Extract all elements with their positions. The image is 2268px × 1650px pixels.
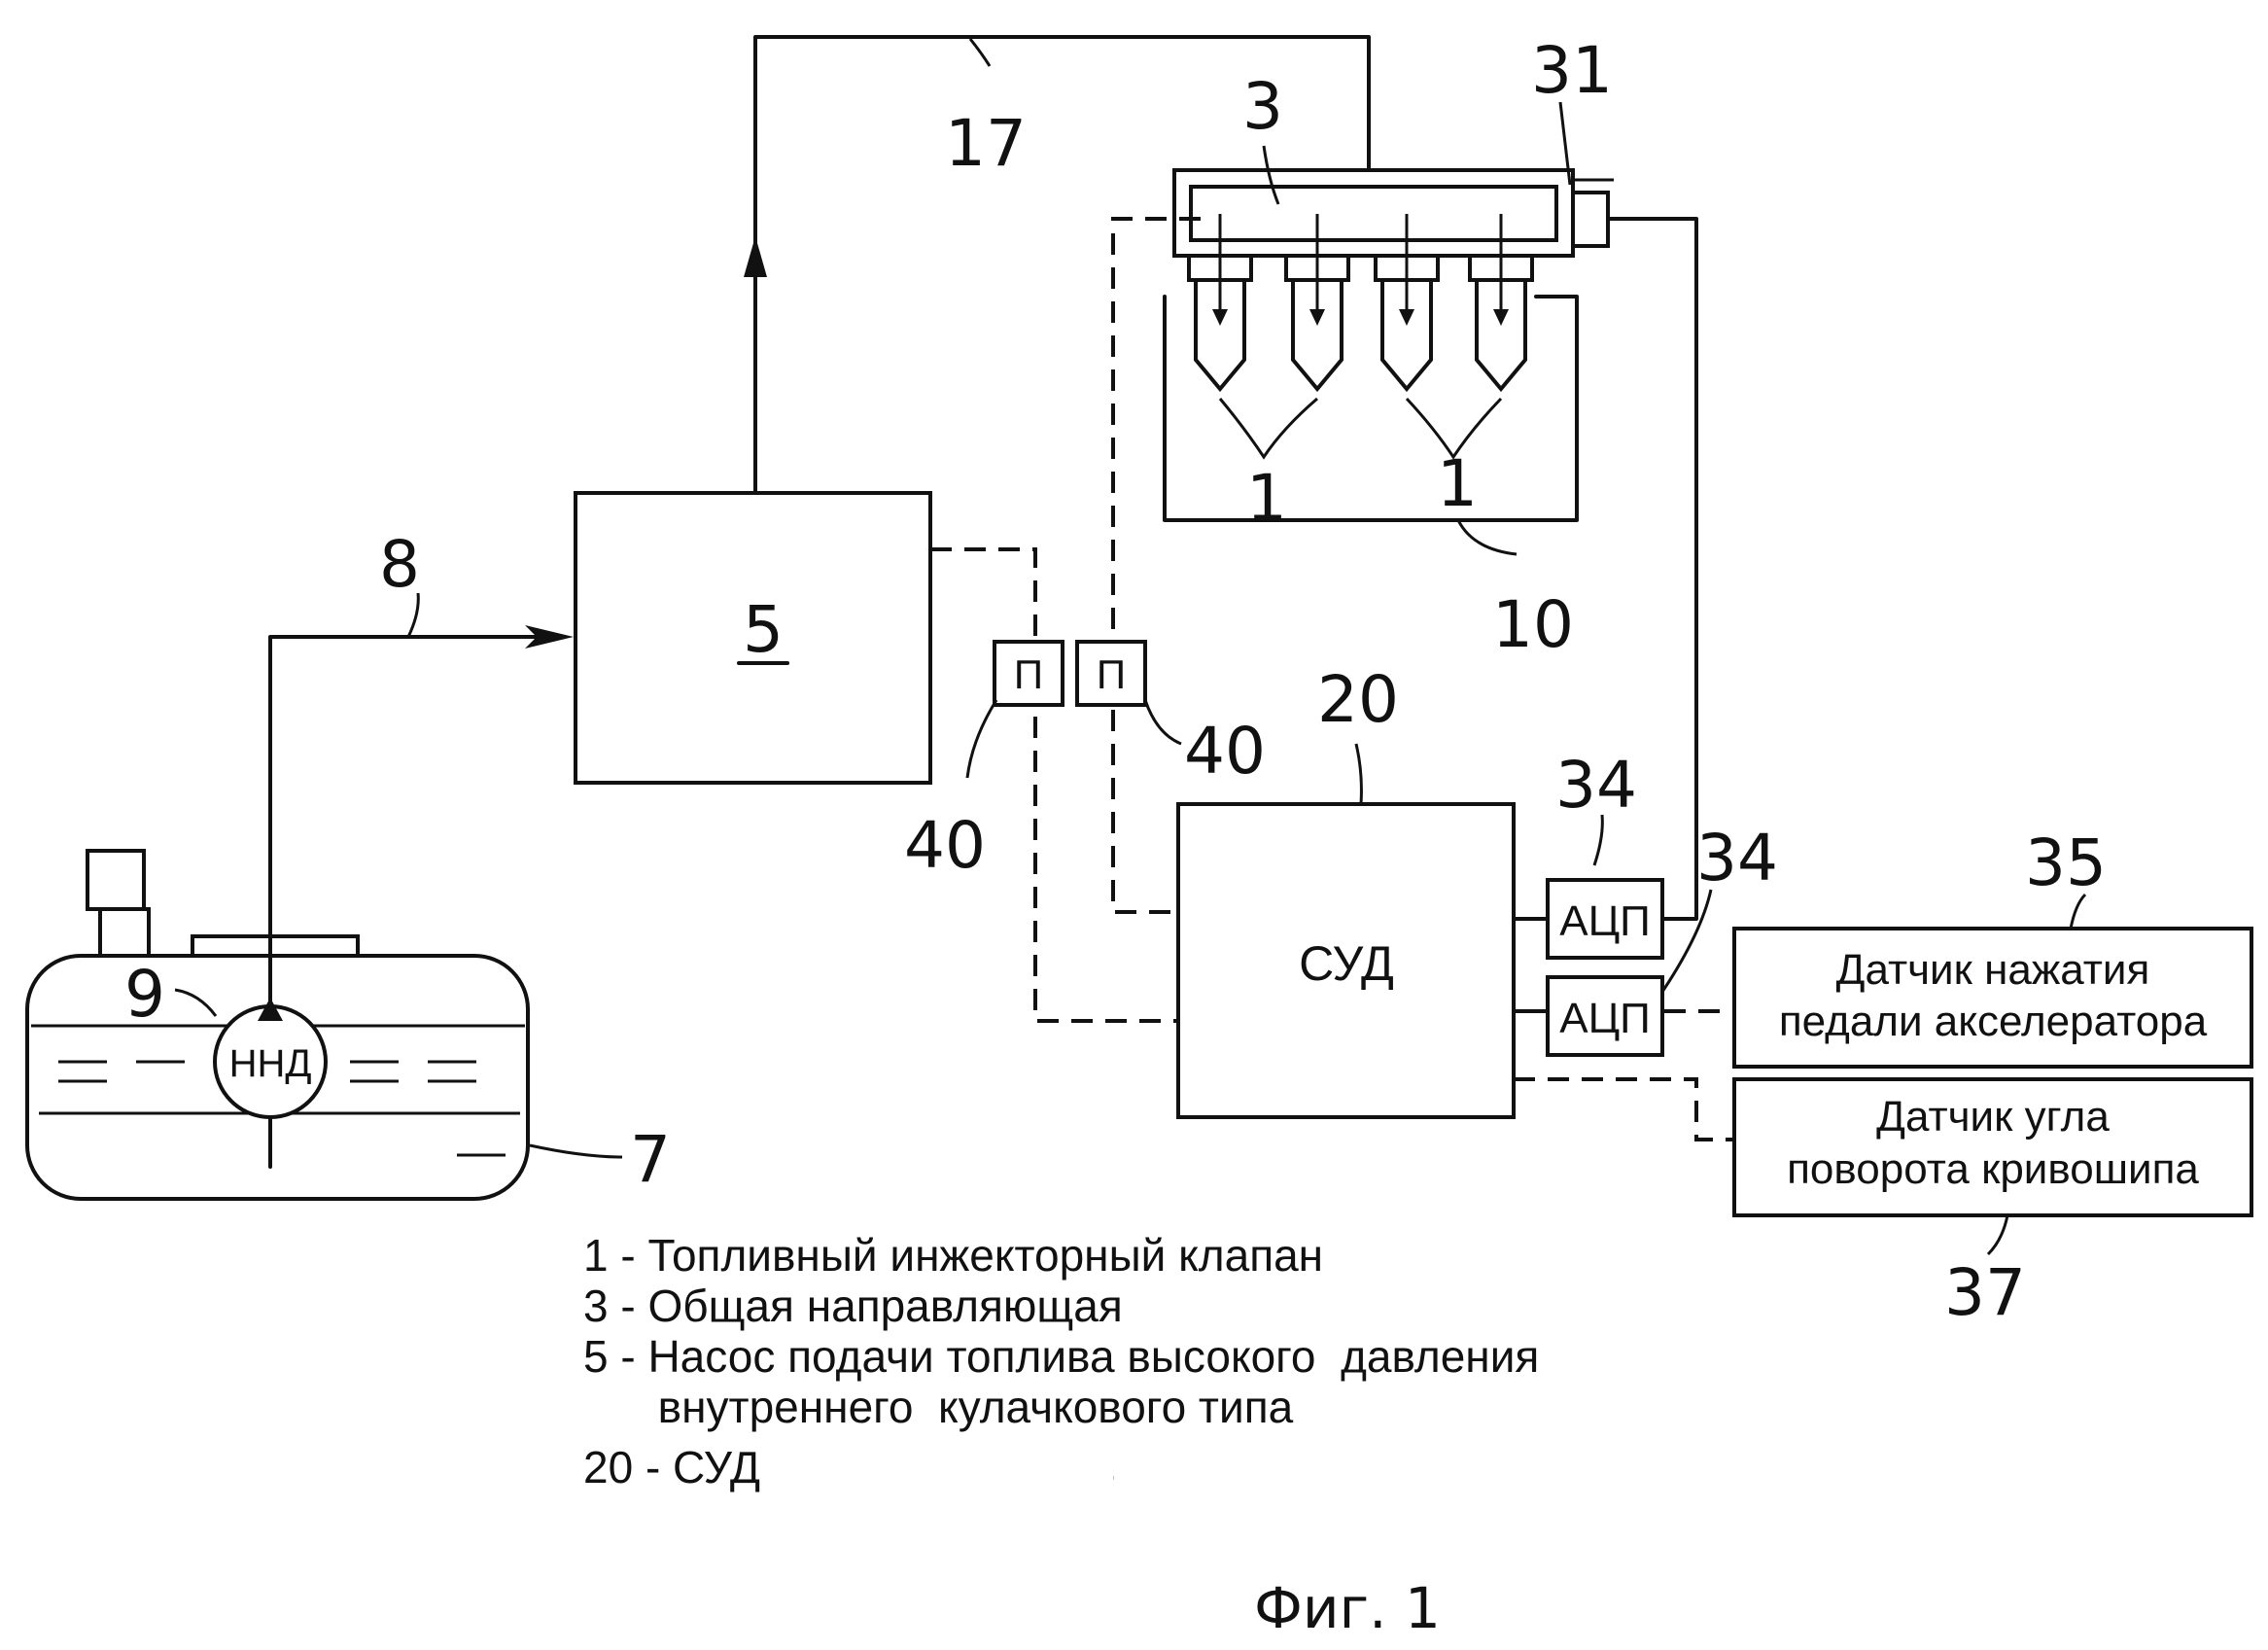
label-40a: 40 [904,808,986,883]
label-34a: 34 [1555,748,1637,823]
legend-item: внутреннего кулачкового типа [583,1382,1539,1432]
label-1b: 1 [1437,446,1478,521]
ecu-label: СУД [1299,936,1394,991]
label-5: 5 [743,592,784,667]
svg-text:П: П [1097,651,1126,697]
legend-item: 1 - Топливный инжекторный клапан [583,1230,1539,1281]
pressure-sensor-31 [1573,193,1608,246]
label-9: 9 [124,957,165,1032]
legend: 1 - Топливный инжекторный клапан 3 - Общ… [583,1230,1539,1492]
label-1a: 1 [1246,461,1287,536]
pump-label: ННД [229,1042,312,1085]
common-rail [1174,170,1608,256]
label-31: 31 [1531,33,1613,108]
svg-text:поворота кривошипа: поворота кривошипа [1787,1145,2199,1193]
leader-7 [530,1145,622,1157]
label-17: 17 [945,106,1027,181]
control-line-crank [1514,1079,1734,1140]
legend-item: 20 - СУД [583,1442,1539,1492]
svg-text:Датчик угла: Датчик угла [1876,1093,2110,1141]
figure-caption: Фиг. 1 [1254,1575,1441,1641]
legend-item: 3 - Общая направляющая [583,1281,1539,1331]
label-7: 7 [630,1122,671,1197]
label-10: 10 [1492,587,1574,662]
legend-item: 5 - Насос подачи топлива высокого давлен… [583,1331,1539,1382]
label-40b: 40 [1184,714,1266,789]
svg-text:педали акселератора: педали акселератора [1779,998,2208,1045]
control-line-pump [930,549,1178,1021]
label-35: 35 [2025,825,2107,900]
label-34b: 34 [1696,821,1778,895]
label-3: 3 [1242,69,1283,144]
svg-text:АЦП: АЦП [1559,995,1651,1042]
svg-text:П: П [1014,651,1043,697]
label-8: 8 [379,527,420,602]
svg-text:Датчик нажатия: Датчик нажатия [1836,946,2150,994]
label-20: 20 [1317,662,1399,737]
label-37: 37 [1944,1255,2026,1330]
svg-text:АЦП: АЦП [1559,897,1651,945]
